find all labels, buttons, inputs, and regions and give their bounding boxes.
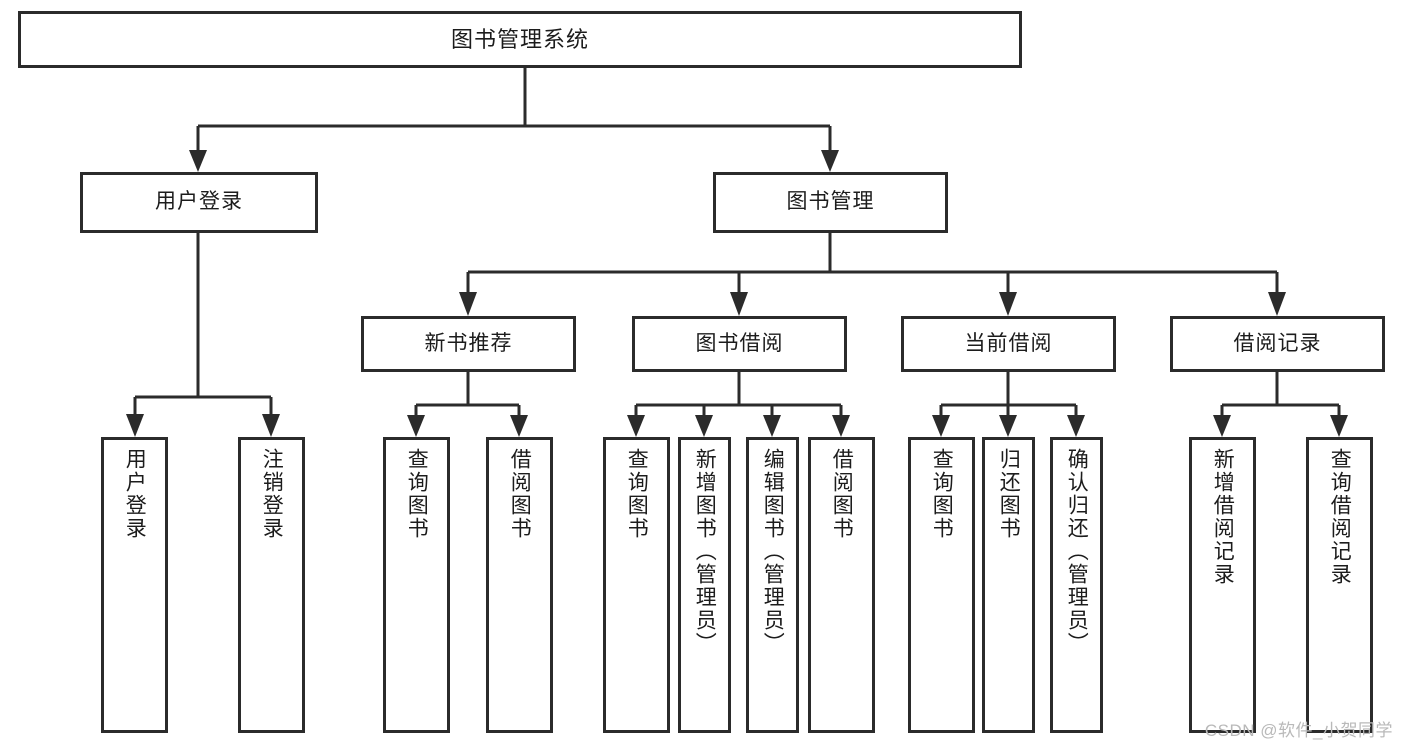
arrowhead-book-management bbox=[821, 150, 839, 172]
node-leaf-query-book-3-label: 查询图书 bbox=[930, 448, 954, 540]
arrowhead-leaf-borrow-book-2 bbox=[832, 415, 850, 437]
node-root[interactable]: 图书管理系统 bbox=[18, 11, 1022, 68]
arrowhead-leaf-logout bbox=[262, 414, 280, 437]
watermark-text: CSDN @软件_小贺同学 bbox=[1204, 721, 1393, 740]
node-leaf-query-book-3[interactable]: 查询图书 bbox=[908, 437, 975, 733]
node-root-label: 图书管理系统 bbox=[450, 26, 589, 52]
node-leaf-add-record[interactable]: 新增借阅记录 bbox=[1189, 437, 1256, 733]
node-new-book-recommend[interactable]: 新书推荐 bbox=[361, 316, 576, 372]
arrowhead-leaf-query-book-1 bbox=[407, 415, 425, 437]
node-user-login-label: 用户登录 bbox=[155, 190, 243, 214]
node-leaf-query-book-2[interactable]: 查询图书 bbox=[603, 437, 670, 733]
node-leaf-query-record[interactable]: 查询借阅记录 bbox=[1306, 437, 1373, 733]
node-leaf-query-book-1[interactable]: 查询图书 bbox=[383, 437, 450, 733]
node-leaf-return-book-label: 归还图书 bbox=[997, 448, 1021, 540]
arrowhead-user-login bbox=[189, 150, 207, 172]
node-book-borrow[interactable]: 图书借阅 bbox=[632, 316, 847, 372]
arrowhead-leaf-edit-book bbox=[763, 415, 781, 437]
arrowhead-leaf-borrow-book-1 bbox=[510, 415, 528, 437]
node-leaf-user-login[interactable]: 用户登录 bbox=[101, 437, 168, 733]
node-leaf-edit-book[interactable]: 编辑图书（管理员） bbox=[746, 437, 799, 733]
node-leaf-borrow-book-1-label: 借阅图书 bbox=[508, 448, 532, 540]
arrowhead-leaf-confirm-return bbox=[1067, 415, 1085, 437]
node-new-book-recommend-label: 新书推荐 bbox=[424, 331, 513, 355]
node-borrow-record[interactable]: 借阅记录 bbox=[1170, 316, 1385, 372]
arrowhead-book-borrow bbox=[730, 292, 748, 316]
node-borrow-record-label: 借阅记录 bbox=[1233, 331, 1322, 355]
arrowhead-current-borrow bbox=[999, 292, 1017, 316]
node-leaf-return-book[interactable]: 归还图书 bbox=[982, 437, 1035, 733]
node-book-management-label: 图书管理 bbox=[786, 190, 875, 214]
arrowhead-leaf-return-book bbox=[999, 415, 1017, 437]
node-leaf-add-record-label: 新增借阅记录 bbox=[1211, 448, 1235, 586]
node-user-login[interactable]: 用户登录 bbox=[80, 172, 318, 233]
node-leaf-confirm-return[interactable]: 确认归还（管理员） bbox=[1050, 437, 1103, 733]
node-leaf-user-login-label: 用户登录 bbox=[123, 448, 147, 540]
node-leaf-borrow-book-2[interactable]: 借阅图书 bbox=[808, 437, 875, 733]
node-current-borrow[interactable]: 当前借阅 bbox=[901, 316, 1116, 372]
node-leaf-confirm-return-label: 确认归还（管理员） bbox=[1065, 448, 1089, 655]
node-current-borrow-label: 当前借阅 bbox=[964, 331, 1053, 355]
arrowhead-leaf-add-record bbox=[1213, 415, 1231, 437]
arrowhead-new-book-recommend bbox=[459, 292, 477, 316]
arrowhead-leaf-user-login bbox=[126, 414, 144, 437]
arrowhead-leaf-query-book-2 bbox=[627, 415, 645, 437]
node-leaf-borrow-book-1[interactable]: 借阅图书 bbox=[486, 437, 553, 733]
node-leaf-logout[interactable]: 注销登录 bbox=[238, 437, 305, 733]
node-leaf-edit-book-label: 编辑图书（管理员） bbox=[761, 448, 785, 655]
node-leaf-logout-label: 注销登录 bbox=[260, 448, 284, 540]
node-leaf-add-book-label: 新增图书（管理员） bbox=[693, 448, 717, 655]
node-leaf-query-book-1-label: 查询图书 bbox=[405, 448, 429, 540]
node-leaf-query-record-label: 查询借阅记录 bbox=[1328, 448, 1352, 586]
arrowhead-leaf-add-book bbox=[695, 415, 713, 437]
node-book-borrow-label: 图书借阅 bbox=[695, 331, 784, 355]
node-leaf-query-book-2-label: 查询图书 bbox=[625, 448, 649, 540]
node-leaf-borrow-book-2-label: 借阅图书 bbox=[830, 448, 854, 540]
arrowhead-leaf-query-record bbox=[1330, 415, 1348, 437]
node-leaf-add-book[interactable]: 新增图书（管理员） bbox=[678, 437, 731, 733]
arrowhead-borrow-record bbox=[1268, 292, 1286, 316]
node-book-management[interactable]: 图书管理 bbox=[713, 172, 948, 233]
arrowhead-leaf-query-book-3 bbox=[932, 415, 950, 437]
